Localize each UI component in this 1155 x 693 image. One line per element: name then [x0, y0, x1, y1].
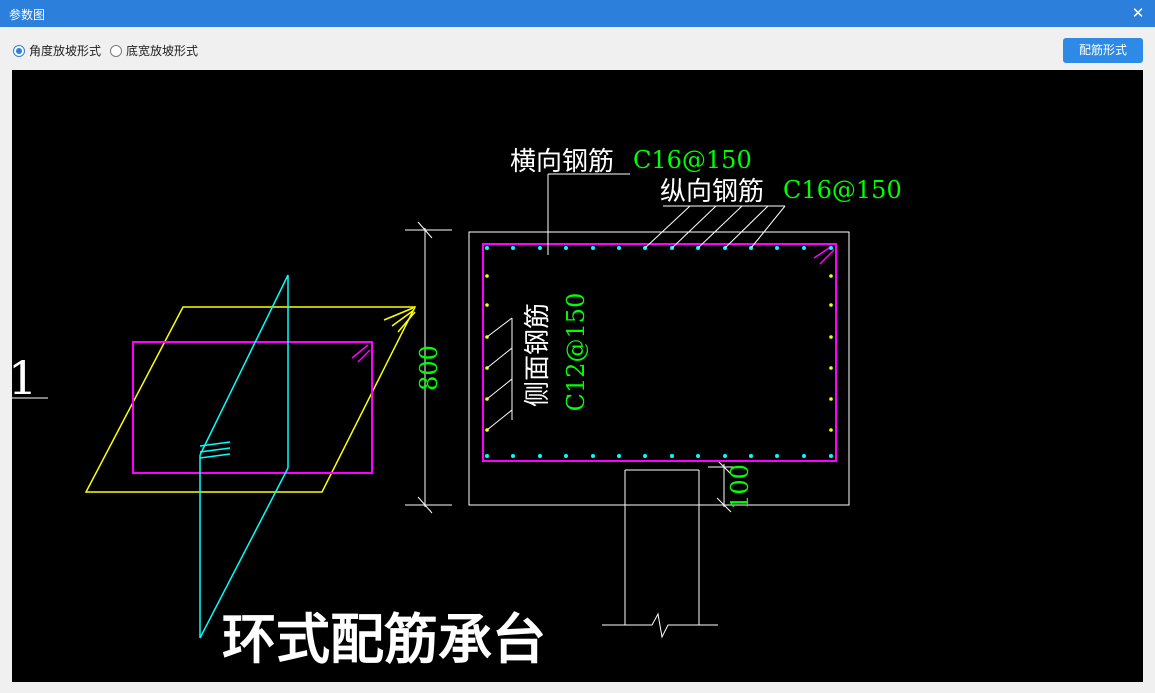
slope-hooks: [383, 307, 416, 333]
dim-cover-lines: [708, 459, 736, 513]
longitudinal-label: 纵向钢筋: [660, 177, 764, 207]
rebar-dots-yellow: [485, 274, 833, 432]
transverse-spec: C16@150: [633, 146, 752, 174]
radio-angle-slope[interactable]: [13, 44, 25, 57]
radio-bottom-width-slope[interactable]: [110, 44, 122, 57]
ring-hooks-left: [351, 344, 371, 363]
side-spec: C12@150: [562, 293, 590, 412]
left-mark: 1: [12, 351, 37, 405]
ring-rebar-left: [132, 341, 373, 474]
cad-drawing: 1: [8, 146, 902, 671]
option-bottom-width-slope-label: 底宽放坡形式: [126, 44, 199, 58]
transverse-label: 横向钢筋: [510, 147, 614, 177]
options-toolbar: 角度放坡形式 底宽放坡形式 配筋形式: [0, 27, 1155, 69]
slope-outline: [84, 306, 417, 493]
option-bottom-width-slope[interactable]: 底宽放坡形式: [110, 42, 198, 59]
dim-height-lines: [405, 221, 452, 514]
option-angle-slope[interactable]: 角度放坡形式: [13, 42, 101, 59]
title-bar: 参数图 ✕: [0, 0, 1155, 27]
close-icon[interactable]: ✕: [1131, 4, 1145, 22]
option-angle-slope-label: 角度放坡形式: [29, 44, 102, 58]
side-label: 侧面钢筋: [523, 303, 553, 407]
rebar-form-button[interactable]: 配筋形式: [1063, 38, 1143, 63]
leader-lines: [486, 173, 786, 431]
ring-rebar-section: [482, 243, 837, 462]
dim-height-label: 800: [415, 345, 443, 391]
window-title: 参数图: [9, 8, 46, 22]
pile-outline: [602, 469, 718, 639]
longitudinal-spec: C16@150: [783, 176, 902, 204]
drawing-canvas: 1: [8, 70, 1143, 682]
dim-cover-label: 100: [726, 464, 754, 510]
drawing-caption: 环式配筋承台: [222, 607, 546, 671]
section-plane: [199, 274, 289, 639]
cap-outline: [468, 231, 850, 506]
